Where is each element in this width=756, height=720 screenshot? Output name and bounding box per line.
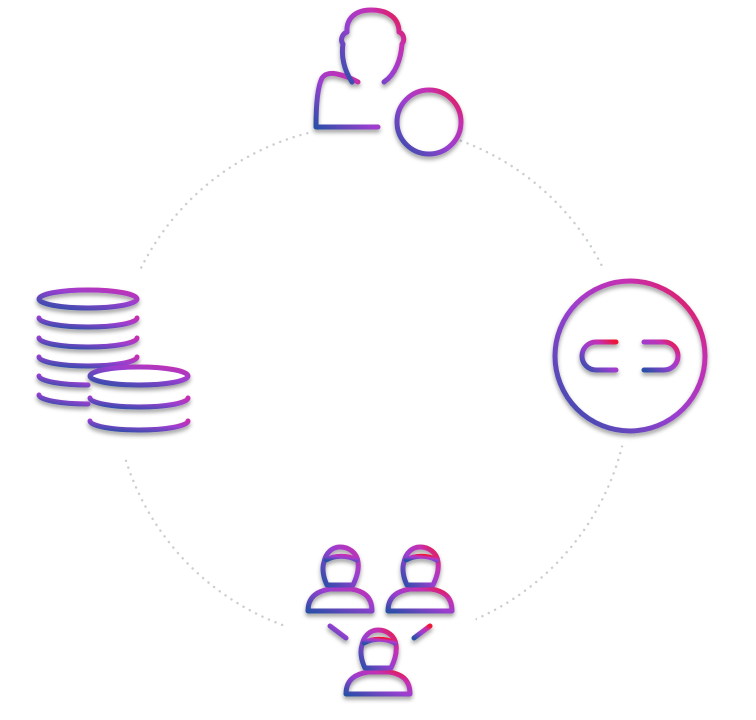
link-icon <box>552 278 708 434</box>
add-user-icon <box>313 7 464 157</box>
coin-stack-icon <box>36 287 191 433</box>
referral-network-icon <box>305 544 455 697</box>
